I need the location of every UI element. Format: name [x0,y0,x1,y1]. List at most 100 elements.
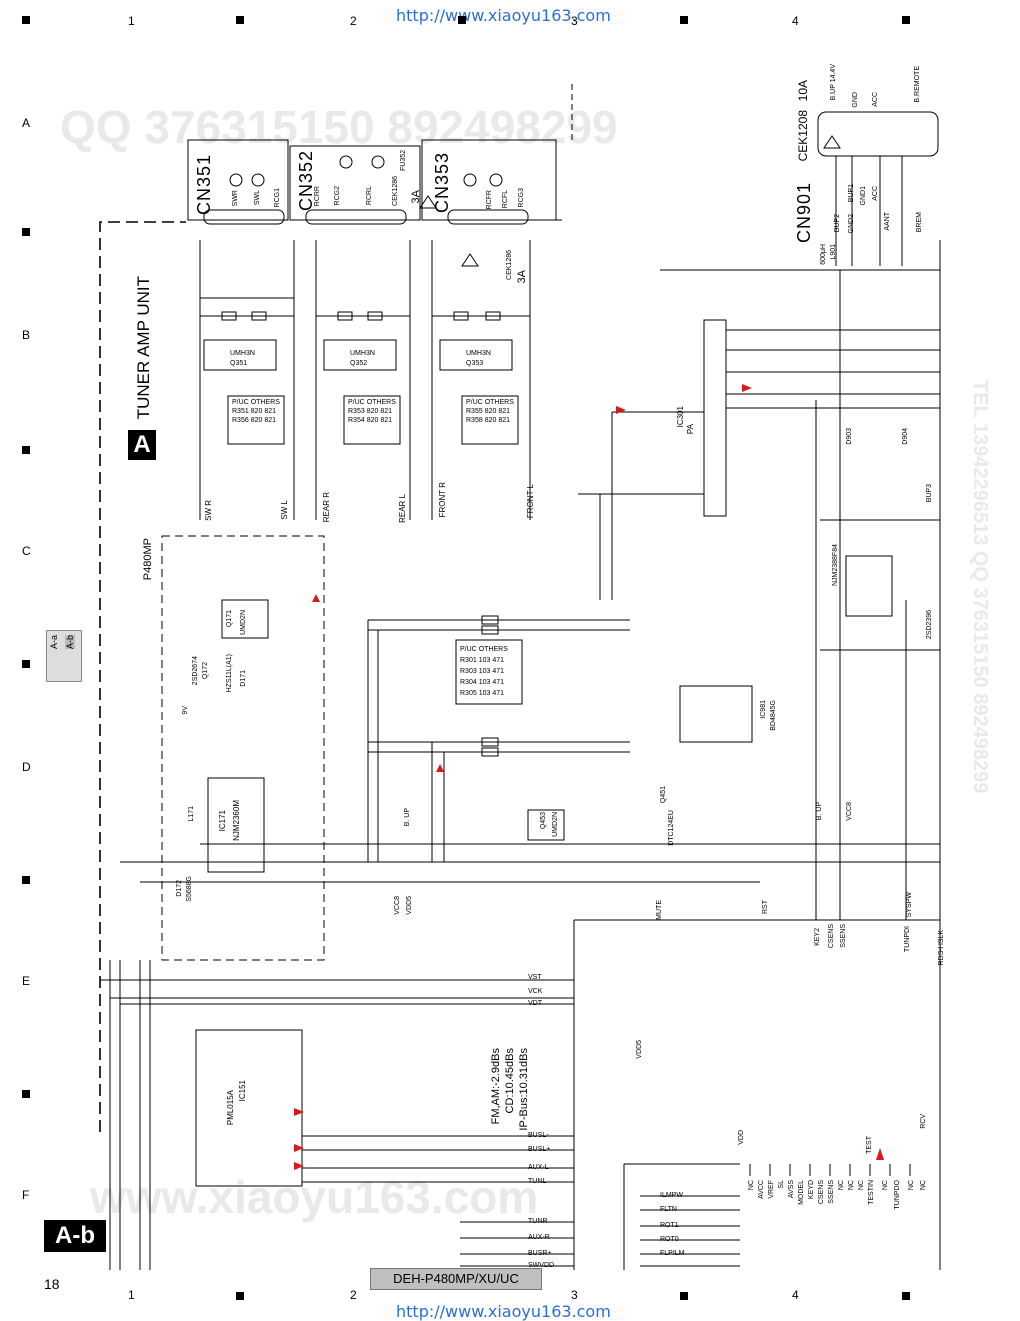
bus-signal: VST [528,974,542,981]
mcu-bottom-pin: NC [920,1180,927,1191]
table-cell: 820 [484,408,497,415]
table-cell: 820 [366,408,379,415]
bus-signal: TUNR [528,1218,548,1225]
mcu-bottom-pin: SL [778,1180,785,1189]
fuse-cek-label-2: CEK1286 [506,250,513,280]
part-label: D171 [240,670,247,687]
mcu-pin: SSENS [840,924,847,948]
rail-label: VCC8 [394,896,401,915]
cn351-pin: SWL [254,190,261,206]
table-header: P/UC [460,646,477,653]
ghost-watermark-2: TEL 13942296513 QQ 376315150 892498299 [969,380,991,794]
rail-label: B. UP [816,802,823,821]
table-cell: R354 [348,417,365,424]
bus-signal: ILMPW [660,1192,683,1199]
rail-label: VDD5 [406,896,413,915]
regulator-type: NJM2388F84 [832,544,839,587]
inductor-ref: L901 [830,244,837,260]
table-cell: 471 [492,668,505,675]
row-label: E [22,974,31,988]
table-cell: 821 [264,408,277,415]
cn352-pin: RCRR [314,186,321,207]
signal-front-l: FRONT L [526,484,535,519]
bus-signal: ROT0 [660,1236,679,1243]
side-tab[interactable]: A-a A-b [46,630,82,682]
cn351-pin: RCG1 [274,188,281,208]
ic171-type: NJM2360M [232,800,241,841]
column-label: 4 [792,14,799,28]
cek1208-label: CEK1208 [796,110,810,162]
ghost-watermark-3: www.xiaoyu163.com [90,1171,539,1223]
table-cell: 820 [250,417,263,424]
registration-mark [458,16,466,24]
registration-mark [22,1090,30,1098]
cn353-pin: RCG3 [518,188,525,208]
measurement-note-2: CD:10.45dBs [504,1048,516,1114]
mcu-bottom-pin: CSENS [818,1180,825,1205]
column-label: 4 [792,1288,799,1302]
ic981-ref: IC981 [760,700,767,719]
mcu-bottom-pin: SSENS [828,1180,835,1204]
column-label: 2 [350,1288,357,1302]
mcu-pin: KEY2 [814,928,821,946]
rail-label: 9V [182,706,189,715]
table-cell: R356 [232,417,249,424]
transistor-ref: Q351 [230,360,248,367]
watermark-top[interactable]: http://www.xiaoyu163.com [396,6,611,25]
q171-type: UMD2N [240,610,247,635]
measurement-note-1: FM,AM:-2.9dBs [490,1048,502,1125]
bus-signal: FLPILM [660,1250,685,1257]
page-number: 18 [44,1276,60,1292]
mcu-bottom-pin: NC [838,1180,845,1191]
table-cell: R305 [460,690,477,697]
mid-table: P/UC OTHERS R301 103 471 R303 103 471 R3… [460,644,508,699]
table-cell: R301 [460,657,477,664]
mcu-bottom-pin: NC [858,1180,865,1191]
registration-mark [22,660,30,668]
table-cell: 103 [478,690,491,697]
column-label: 2 [350,14,357,28]
transistor-type: UMH3N [350,350,375,357]
bus-signal: VCK [528,988,543,995]
column-label: 3 [571,1288,578,1302]
resistor-table-1: P/UC OTHERS R351 820 821 R356 820 821 [232,398,280,425]
part-label: BUP3 [926,484,933,503]
table-cell: 103 [478,679,491,686]
mcu-bottom-pin: NC [748,1180,755,1191]
registration-mark [680,16,688,24]
table-cell: 103 [478,668,491,675]
bus-signal: AUX-L [528,1164,549,1171]
cn901-pin: B.UP 14.4V [830,64,837,101]
column-label: 1 [128,1288,135,1302]
signal-rear-r: REAR R [322,492,331,523]
cn901-pin: ACC [872,92,879,107]
transistor-type: UMH3N [466,350,491,357]
cn901-lower-pin: BREM [916,212,923,233]
cn351-pin: SWR [232,190,239,207]
mcu-bottom-pin: NC [848,1180,855,1191]
mcu-bottom-pin: TUNPDO [894,1180,901,1210]
rail-label: VCC8 [846,802,853,821]
cn901-lower-pin: BUP1 [848,184,855,203]
cn352-pin: FU352 [400,150,407,172]
table-header: OTHERS [484,399,514,406]
measurement-note-3: IP-Bus:10.31dBs [518,1048,530,1131]
signal-front-r: FRONT R [438,482,447,518]
cn353-label: CN353 [432,152,452,214]
signal-sw-l: SW L [280,500,289,520]
part-label: 2SD2674 [192,656,199,686]
q171-ref: Q171 [226,610,233,628]
registration-mark [22,876,30,884]
rating-10a: 10A [796,80,810,102]
cn353-pin: RCFL [502,190,509,209]
cn901-lower-pin: ACC [872,186,879,201]
resistor-table-2: P/UC OTHERS R353 820 821 R354 820 821 [348,398,396,425]
table-cell: 471 [492,679,505,686]
bus-signal: BUSL- [528,1132,549,1139]
q451-type: DTC124EU [668,810,675,846]
bus-signal: ROT1 [660,1222,679,1229]
watermark-bottom[interactable]: http://www.xiaoyu163.com [396,1302,611,1321]
table-header: P/UC [348,399,365,406]
table-cell: 103 [478,657,491,664]
